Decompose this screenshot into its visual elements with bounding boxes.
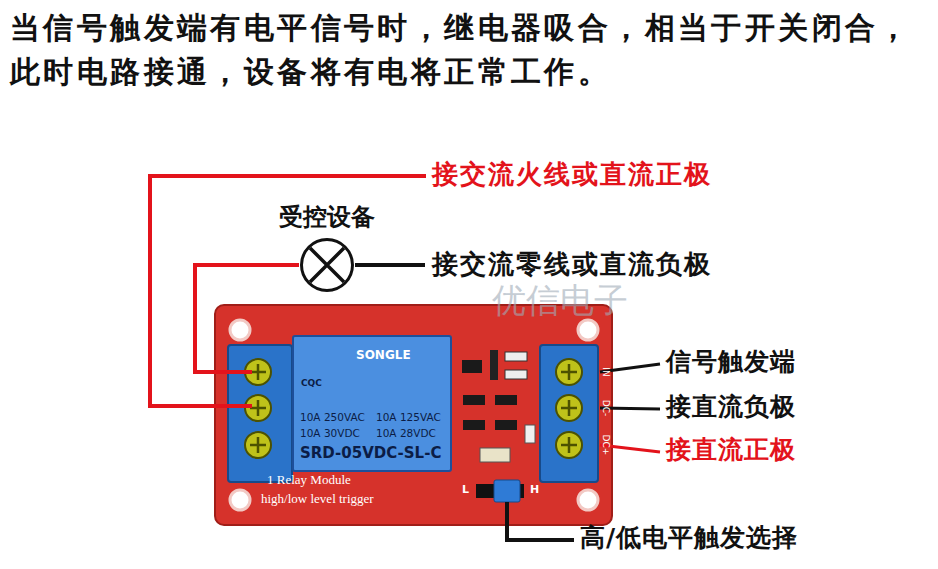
node-text: 1 Relay Module (267, 473, 351, 488)
node-text: 10A 250VAC (300, 411, 365, 423)
pin-callout: 接直流正极 (666, 436, 796, 465)
wire-label: 接交流零线或直流负极 (432, 250, 712, 280)
pin-callout: 接直流负极 (666, 393, 796, 422)
mount-hole (578, 490, 598, 510)
node-text: SRD-05VDC-SL-C (300, 445, 441, 462)
jumper-mark: L (462, 484, 469, 497)
leader-line (507, 502, 574, 540)
cert-mark: CQC (301, 378, 322, 388)
terminal-block (228, 345, 292, 482)
pin-callout: 信号触发端 (666, 348, 796, 377)
jumper-mark: H (530, 484, 539, 497)
terminal-block (540, 345, 598, 482)
jumper-header (476, 480, 524, 502)
wire-label: 接交流火线或直流正极 (432, 160, 712, 190)
watermark: 优信电子 (492, 281, 628, 320)
node-text: 10A 125VAC (376, 411, 441, 423)
node-text: SONGLE (356, 349, 411, 363)
node-text: 受控设备 (279, 204, 375, 232)
neutral-wire (355, 263, 425, 267)
smd-components (462, 350, 535, 462)
jumper-callout: 高/低电平触发选择 (580, 524, 798, 553)
pin-name: IN (601, 367, 611, 376)
relay-body: SONGLE 10A 250VAC 10A 125VAC 10A 30VDC 10A 2… (292, 335, 452, 472)
pin-name: DC+ (601, 435, 611, 456)
device-wire (195, 265, 299, 372)
node-text: 10A 28VDC (376, 427, 436, 439)
terminal-screws (556, 359, 582, 458)
heading-text: 当信号触发端有电平信号时，继电器吸合，相当于开关闭合，此时电路接通，设备将有电将… (10, 6, 935, 94)
mount-hole (578, 320, 598, 340)
device-wire-end (213, 370, 252, 374)
mount-hole (230, 490, 250, 510)
relay-module-board: 1 Relay Module high/low level trigger SONG… (215, 305, 612, 525)
node-text: high/low level trigger (261, 492, 374, 507)
mount-hole (230, 320, 250, 340)
node-text: 10A 30VDC (300, 427, 360, 439)
pcb-board (215, 305, 612, 525)
pin-name: DC- (601, 400, 611, 416)
controlled-device: 受控设备 (299, 237, 355, 293)
lamp-symbol (299, 237, 355, 293)
